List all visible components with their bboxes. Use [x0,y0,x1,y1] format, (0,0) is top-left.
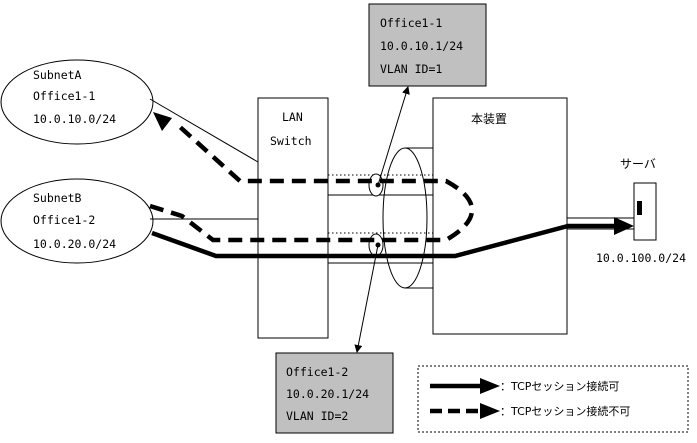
subnet-a-office: Office1-1 [33,89,95,103]
legend-ng-label: ：TCPセッション接続不可 [500,404,630,418]
subnet-b-ellipse [0,178,154,264]
tcp-ok-arrowhead [614,217,634,235]
server-label: サーバ [620,157,656,171]
vlan1-interface-box [368,3,487,87]
tcp-ok-path [151,223,615,259]
vlan1-address: 10.0.10.1/24 [380,39,463,53]
legend-ok-label: ：TCPセッション接続可 [500,379,619,393]
vlan1-pointer [377,86,410,186]
subnet-b-address: 10.0.20.0/24 [33,237,116,251]
subnet-a-address: 10.0.10.0/24 [33,112,116,126]
lan-switch-line1: LAN [282,110,303,124]
server-address: 10.0.100.0/24 [596,251,686,265]
vlan2-address: 10.0.20.1/24 [286,387,369,401]
device-box [432,97,568,335]
server-box [633,182,657,241]
tcp-ng-path [149,125,475,243]
legend-ok-arrowhead [480,378,500,394]
device-label: 本装置 [471,112,507,126]
subnet-b-office: Office1-2 [33,213,95,227]
lan-switch-line2: Switch [270,134,312,148]
legend-ng-arrowhead [480,403,500,419]
vlan1-id: VLAN ID=1 [380,62,442,76]
vlan2-id: VLAN ID=2 [286,409,348,423]
server-indicator [637,201,642,215]
subnet-a-ellipse [0,59,154,145]
vlan2-name: Office1-2 [286,365,348,379]
vlan2-interface-box [275,352,394,434]
subnet-b-name: SubnetB [33,191,82,205]
subnet-a-name: SubnetA [33,68,82,82]
trunk-bundle-ellipse [382,147,428,289]
vlan2-pointer [354,244,379,353]
vlan1-name: Office1-1 [380,16,442,30]
subnet-a-link [149,98,259,163]
tcp-ng-arrowhead [153,112,172,131]
legend-box [417,365,689,433]
lan-switch-box [257,97,329,339]
